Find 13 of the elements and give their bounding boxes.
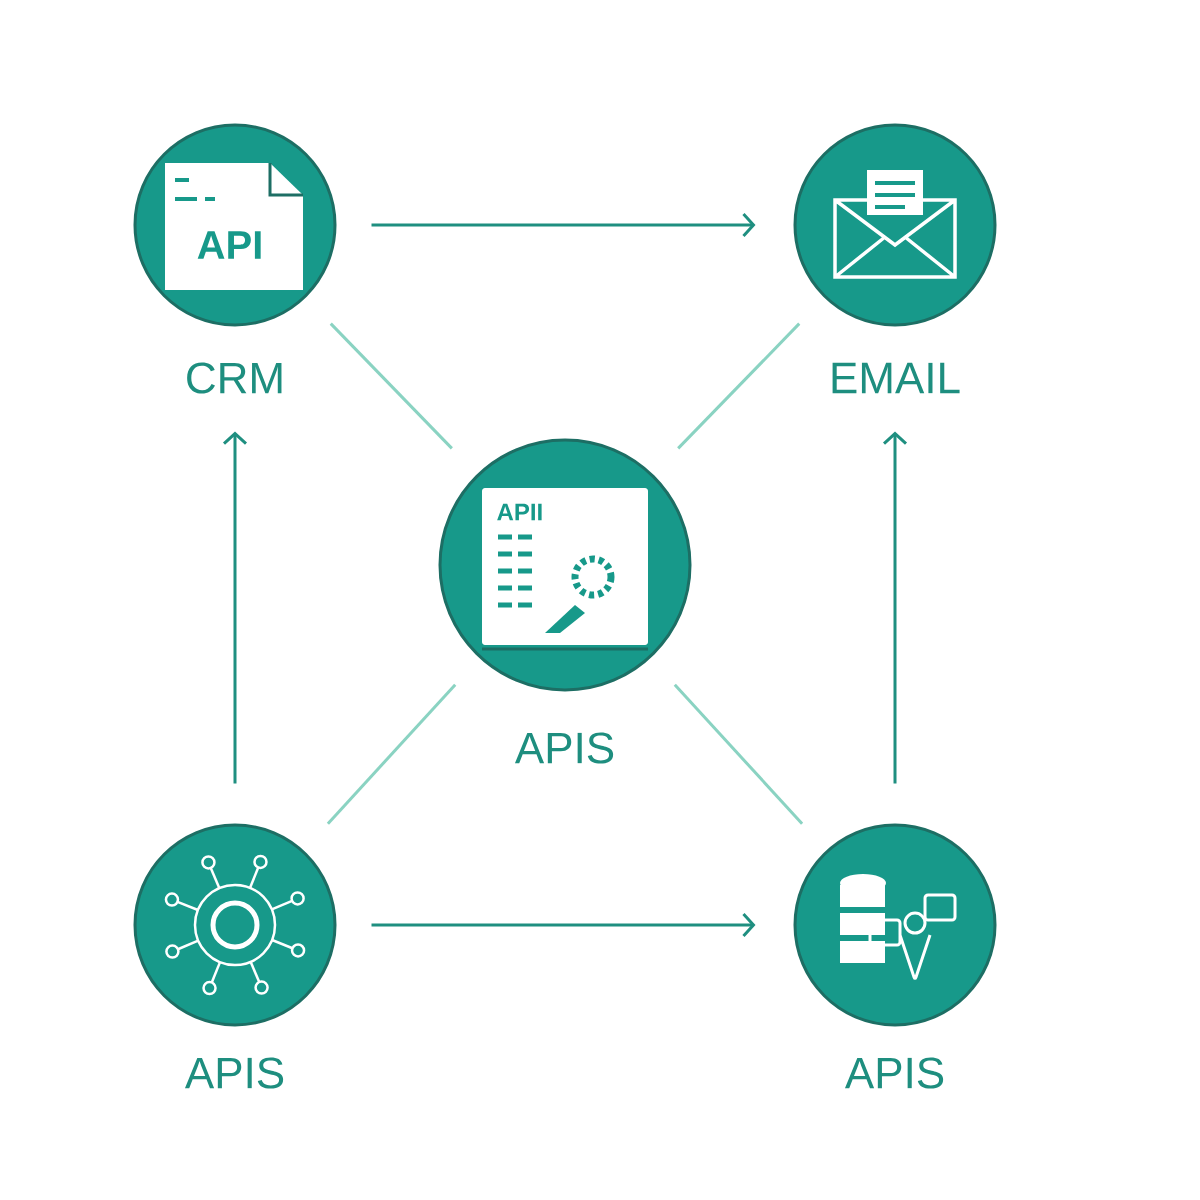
connector-line [677, 322, 801, 450]
node-label: APIS [184, 1057, 284, 1089]
node-label: APIS [844, 1057, 944, 1089]
arrow [883, 431, 907, 784]
node-label: EMAIL [832, 362, 960, 394]
connector-line [326, 683, 457, 825]
arrow [371, 213, 756, 237]
arrow [223, 431, 247, 784]
arrow [371, 913, 756, 937]
connector-line [673, 683, 804, 825]
node-label: APIS [514, 732, 614, 764]
node-label: CRM [187, 362, 282, 394]
connector-line [329, 322, 453, 450]
